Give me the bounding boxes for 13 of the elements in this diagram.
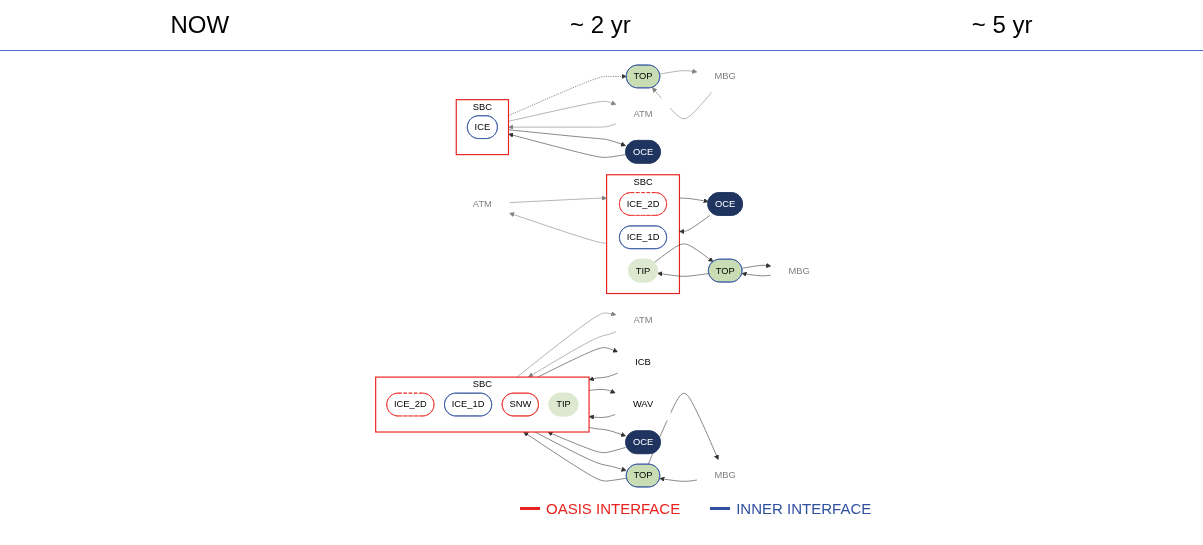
node-text: ATM: [633, 108, 653, 119]
node-text: MBG: [788, 265, 810, 276]
node-text: ATM: [472, 198, 492, 209]
legend-text: OASIS INTERFACE: [546, 500, 681, 517]
node-text: WAV: [632, 399, 654, 410]
node-text: MBG: [714, 470, 736, 481]
node-text: ICB: [635, 357, 651, 368]
node-text: MBG: [714, 71, 736, 82]
node-text: ATM: [633, 315, 653, 326]
panel-heading: ~ 2 yr: [570, 11, 631, 39]
legend-text: INNER INTERFACE: [736, 500, 872, 517]
panel-heading: NOW: [170, 11, 230, 39]
panel-heading: ~ 5 yr: [971, 11, 1033, 39]
